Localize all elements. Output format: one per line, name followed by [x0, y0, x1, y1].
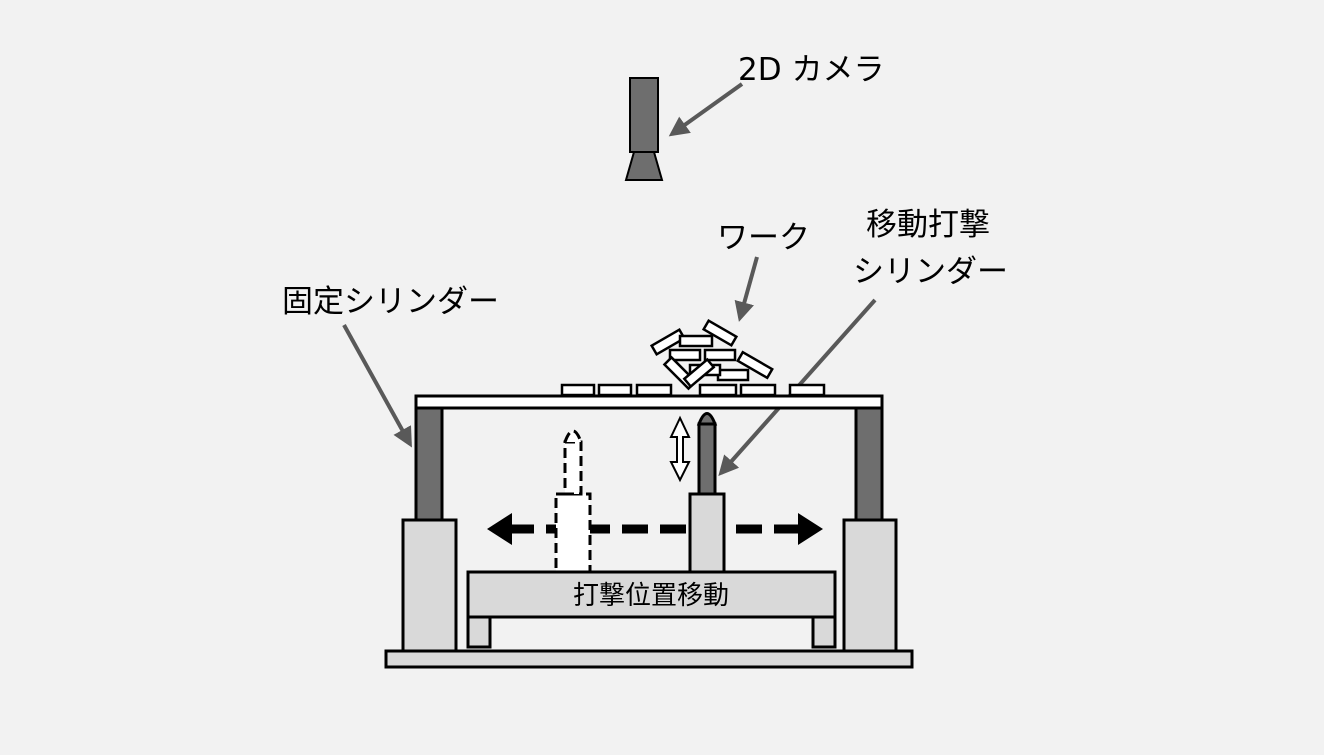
work-pieces	[560, 318, 826, 397]
vertical-stroke-arrow	[669, 415, 691, 483]
work-piece	[788, 383, 826, 397]
work-piece	[682, 357, 716, 389]
strike-position-stage	[466, 570, 837, 619]
camera-pointer-arrow	[668, 82, 744, 137]
work-piece	[739, 383, 777, 397]
work-label: ワーク	[717, 220, 810, 256]
fixed-cylinder-right	[842, 406, 898, 653]
work-piece	[678, 334, 714, 348]
move-arrow-left-head	[487, 513, 512, 545]
work-piece	[560, 383, 596, 397]
work-plate	[414, 394, 884, 410]
move-arrow-right-head	[798, 513, 823, 545]
work-piece	[703, 348, 737, 362]
work-piece	[698, 383, 738, 397]
work-piece	[597, 383, 633, 397]
moving-strike-cylinder	[688, 412, 726, 574]
moving-cylinder-label-line1: 移動打撃	[866, 207, 990, 243]
work-piece	[736, 350, 774, 380]
moving-cylinder-ghost	[554, 429, 592, 574]
stage-leg-left	[466, 615, 492, 649]
camera-2d	[624, 77, 664, 181]
moving-cylinder-label-line2: シリンダー	[853, 254, 1008, 290]
fixed-cylinder-pointer-arrow	[342, 324, 412, 448]
work-piece	[701, 318, 739, 348]
strike-position-label: 打撃位置移動	[573, 581, 729, 611]
work-piece	[649, 327, 687, 357]
camera-label: 2D カメラ	[738, 52, 884, 88]
work-piece	[635, 383, 673, 397]
work-piece	[668, 348, 702, 362]
base-plate	[384, 649, 914, 669]
work-piece	[716, 368, 750, 382]
stage-leg-right	[811, 615, 837, 649]
fixed-cylinder-label: 固定シリンダー	[282, 284, 499, 320]
work-pointer-arrow	[734, 256, 759, 322]
fixed-cylinder-left	[401, 406, 458, 653]
